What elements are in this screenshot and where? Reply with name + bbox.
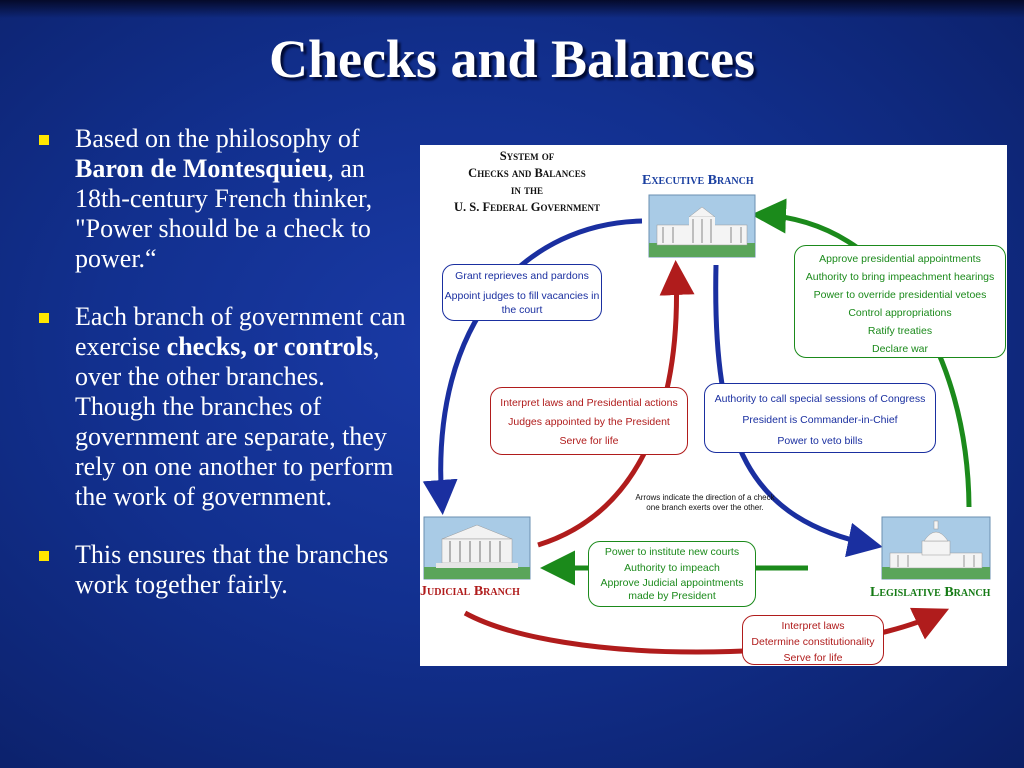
executive-branch-label: Executive Branch [642, 173, 754, 188]
check-item: Authority to bring impeachment hearings [805, 271, 995, 283]
check-item: Authority to call special sessions of Co… [714, 393, 926, 405]
check-item: Power to veto bills [777, 435, 863, 447]
check-item: Appoint judges to fill vacancies in the … [444, 290, 600, 316]
check-item: Interpret laws and Presidential actions [500, 397, 678, 409]
bullet-item: Based on the philosophy of Baron de Mont… [36, 124, 406, 274]
arrow-judicial-to-legislative [463, 607, 950, 655]
check-item: Power to institute new courts [604, 546, 740, 558]
arrow-exec-to-legislative [713, 264, 883, 558]
check-item: Control appropriations [848, 307, 952, 319]
slide-title: Checks and Balances [268, 29, 756, 89]
check-item: Serve for life [783, 652, 843, 664]
check-item: Approve presidential appointments [819, 253, 981, 265]
check-box-judicial-over-exec: Interpret laws and Presidential actions … [490, 387, 688, 455]
diagram-title-line: U. S. Federal Government [454, 200, 600, 214]
bullet-text: , over the other branches. Though the br… [75, 332, 394, 511]
bullet-bold-text: checks, or controls [166, 332, 373, 361]
arrow-direction-note: Arrows indicate the direction of a check… [635, 493, 775, 512]
bullet-list: Based on the philosophy of Baron de Mont… [36, 124, 406, 628]
check-box-legislative-over-exec: Approve presidential appointments Author… [794, 245, 1006, 358]
check-item: Declare war [871, 343, 929, 355]
diagram-title: System of Checks and Balances in the U. … [432, 148, 622, 216]
diagram-title-line: Checks and Balances [468, 166, 586, 180]
check-item: Serve for life [559, 435, 619, 447]
check-item: President is Commander-in-Chief [742, 414, 898, 426]
bullet-text: Based on the philosophy of [75, 124, 360, 153]
checks-balances-diagram: System of Checks and Balances in the U. … [420, 145, 1007, 666]
check-box-judicial-over-legislative: Interpret laws Determine constitutionali… [742, 615, 884, 665]
bullet-bold-text: Baron de Montesquieu [75, 154, 328, 183]
legislative-branch-label: Legislative Branch [870, 585, 991, 600]
bullet-text: Each branch of government can exercise [75, 302, 406, 361]
bullet-text: , an 18th-century French thinker, "Power… [75, 154, 373, 273]
diagram-title-line: in the [510, 183, 544, 197]
bullet-item: Each branch of government can exercise c… [36, 302, 406, 512]
top-band [0, 0, 1024, 18]
check-item: Power to override presidential vetoes [813, 289, 987, 301]
diagram-title-line: System of [499, 149, 555, 163]
supreme-court-icon [423, 516, 531, 580]
capitol-icon [881, 516, 991, 580]
check-item: Determine constitutionality [751, 636, 875, 648]
check-box-exec-over-judicial: Grant reprieves and pardons Appoint judg… [442, 264, 602, 321]
check-item: Interpret laws [781, 620, 845, 632]
white-house-icon [648, 194, 756, 258]
check-item: Grant reprieves and pardons [455, 270, 589, 282]
check-item: Authority to impeach [624, 562, 720, 574]
check-item: Ratify treaties [867, 325, 933, 337]
check-item: Approve Judicial appointments made by Pr… [600, 577, 744, 602]
bullet-square-icon [39, 551, 49, 561]
bullet-square-icon [39, 313, 49, 323]
check-item: Judges appointed by the President [508, 416, 670, 428]
check-box-legislative-over-judicial: Power to institute new courts Authority … [588, 541, 756, 607]
bullet-item: This ensures that the branches work toge… [36, 540, 406, 600]
bullet-text: This ensures that the branches work toge… [75, 540, 389, 599]
judicial-branch-label: Judicial Branch [420, 584, 520, 599]
bullet-square-icon [39, 135, 49, 145]
check-box-exec-over-legislative: Authority to call special sessions of Co… [704, 383, 936, 453]
